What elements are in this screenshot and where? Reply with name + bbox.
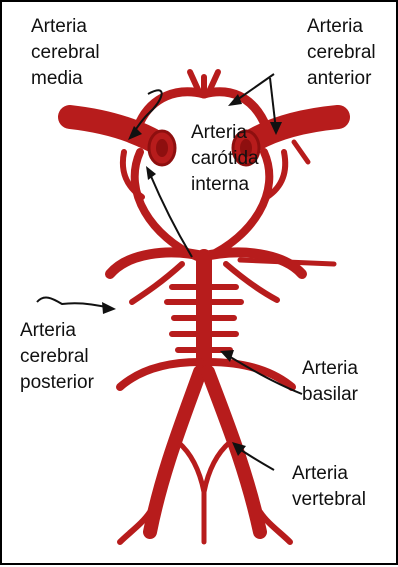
label-arteria-cerebral-anterior: Arteria cerebral anterior <box>307 14 376 92</box>
label-arteria-vertebral: Arteria vertebral <box>292 461 366 513</box>
label-arteria-cerebral-media: Arteria cerebral media <box>31 14 100 92</box>
right-vertebral-artery <box>208 372 260 532</box>
posterior-pointer <box>37 298 110 308</box>
left-vertebral-artery <box>150 372 200 532</box>
anterior-pointer-1 <box>234 74 274 102</box>
left-anterior-cerebral-artery <box>140 92 204 122</box>
left-communicating-arc <box>135 152 197 257</box>
left-posterior-cerebral-artery <box>110 252 207 274</box>
label-arteria-basilar: Arteria basilar <box>302 356 358 408</box>
right-anterior-cerebral-artery <box>204 92 264 122</box>
label-arteria-cerebral-posterior: Arteria cerebral posterior <box>20 318 94 396</box>
posterior-arrowhead <box>102 302 116 314</box>
label-arteria-carotida-interna: Arteria carótida interna <box>191 120 259 198</box>
